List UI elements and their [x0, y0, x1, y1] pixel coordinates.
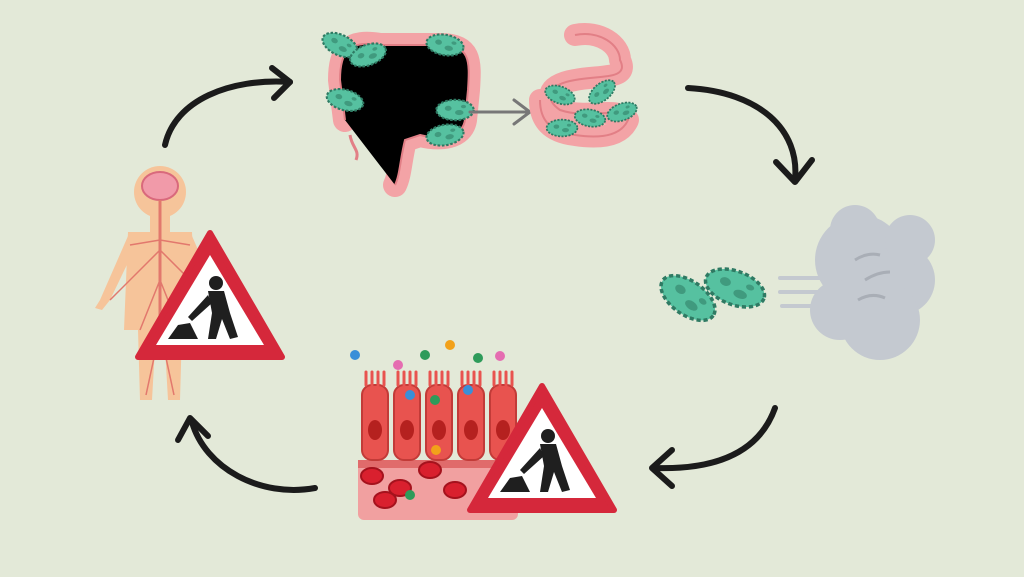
cell-nucleus — [432, 420, 446, 440]
arrow-body-to-colon-head — [269, 65, 293, 101]
cell-nucleus — [368, 420, 382, 440]
arrow-lining-to-body — [189, 419, 318, 493]
gas-cloud-puff — [885, 215, 935, 265]
microbe-particle — [445, 340, 455, 350]
gas-swirl — [864, 270, 891, 282]
nerve-branch — [109, 249, 161, 301]
gas-cloud-puff — [830, 205, 880, 255]
red-blood-cell — [388, 479, 412, 497]
arrow-smallint-to-gas-head — [773, 157, 815, 185]
microbe-particle — [420, 350, 430, 360]
arrow-body-to-colon — [162, 78, 293, 148]
cell-nucleus — [464, 420, 478, 440]
brain-icon — [141, 171, 179, 201]
microbe-particle — [431, 445, 441, 455]
bacteria-producing-gas-icon — [651, 205, 935, 360]
cell-nucleus — [400, 420, 414, 440]
nerve-branch — [139, 279, 161, 331]
microbe-particle — [405, 390, 415, 400]
small-intestine-bacterium — [545, 118, 579, 138]
microbe-particle — [463, 385, 473, 395]
red-blood-cell — [418, 461, 442, 479]
red-blood-cell — [443, 481, 467, 499]
appendix — [348, 134, 359, 161]
small-intestine-with-bacteria-icon — [529, 23, 641, 148]
microbe-particle — [473, 353, 483, 363]
colon-bacterium — [435, 98, 475, 122]
nerve-branch — [159, 239, 191, 246]
small-intestine-outline — [539, 33, 630, 138]
arrow-gas-to-lining-head — [649, 447, 675, 489]
arrow-lining-to-body-head — [175, 415, 211, 443]
left-arm — [95, 236, 134, 310]
microbe-particle — [495, 351, 505, 361]
microbe-particle — [350, 350, 360, 360]
intestinal-lining-under-repair-icon — [350, 340, 614, 520]
human-nervous-system-under-repair-icon — [95, 166, 282, 400]
gas-cloud-puff — [810, 280, 870, 340]
nerve-branch — [129, 239, 161, 246]
microbe-particle — [430, 395, 440, 405]
microbe-particle — [405, 490, 415, 500]
arrow-gas-to-lining — [652, 405, 778, 472]
arrow-smallint-to-gas — [685, 85, 799, 183]
red-blood-cell — [373, 491, 397, 509]
microbe-particle — [393, 360, 403, 370]
red-blood-cell — [360, 467, 384, 485]
transfer-arrow-icon — [468, 98, 533, 126]
gas-swirl — [857, 293, 886, 302]
gas-swirl — [854, 252, 881, 262]
large-intestine-with-bacteria-icon — [317, 26, 533, 197]
cell-nucleus — [496, 420, 510, 440]
